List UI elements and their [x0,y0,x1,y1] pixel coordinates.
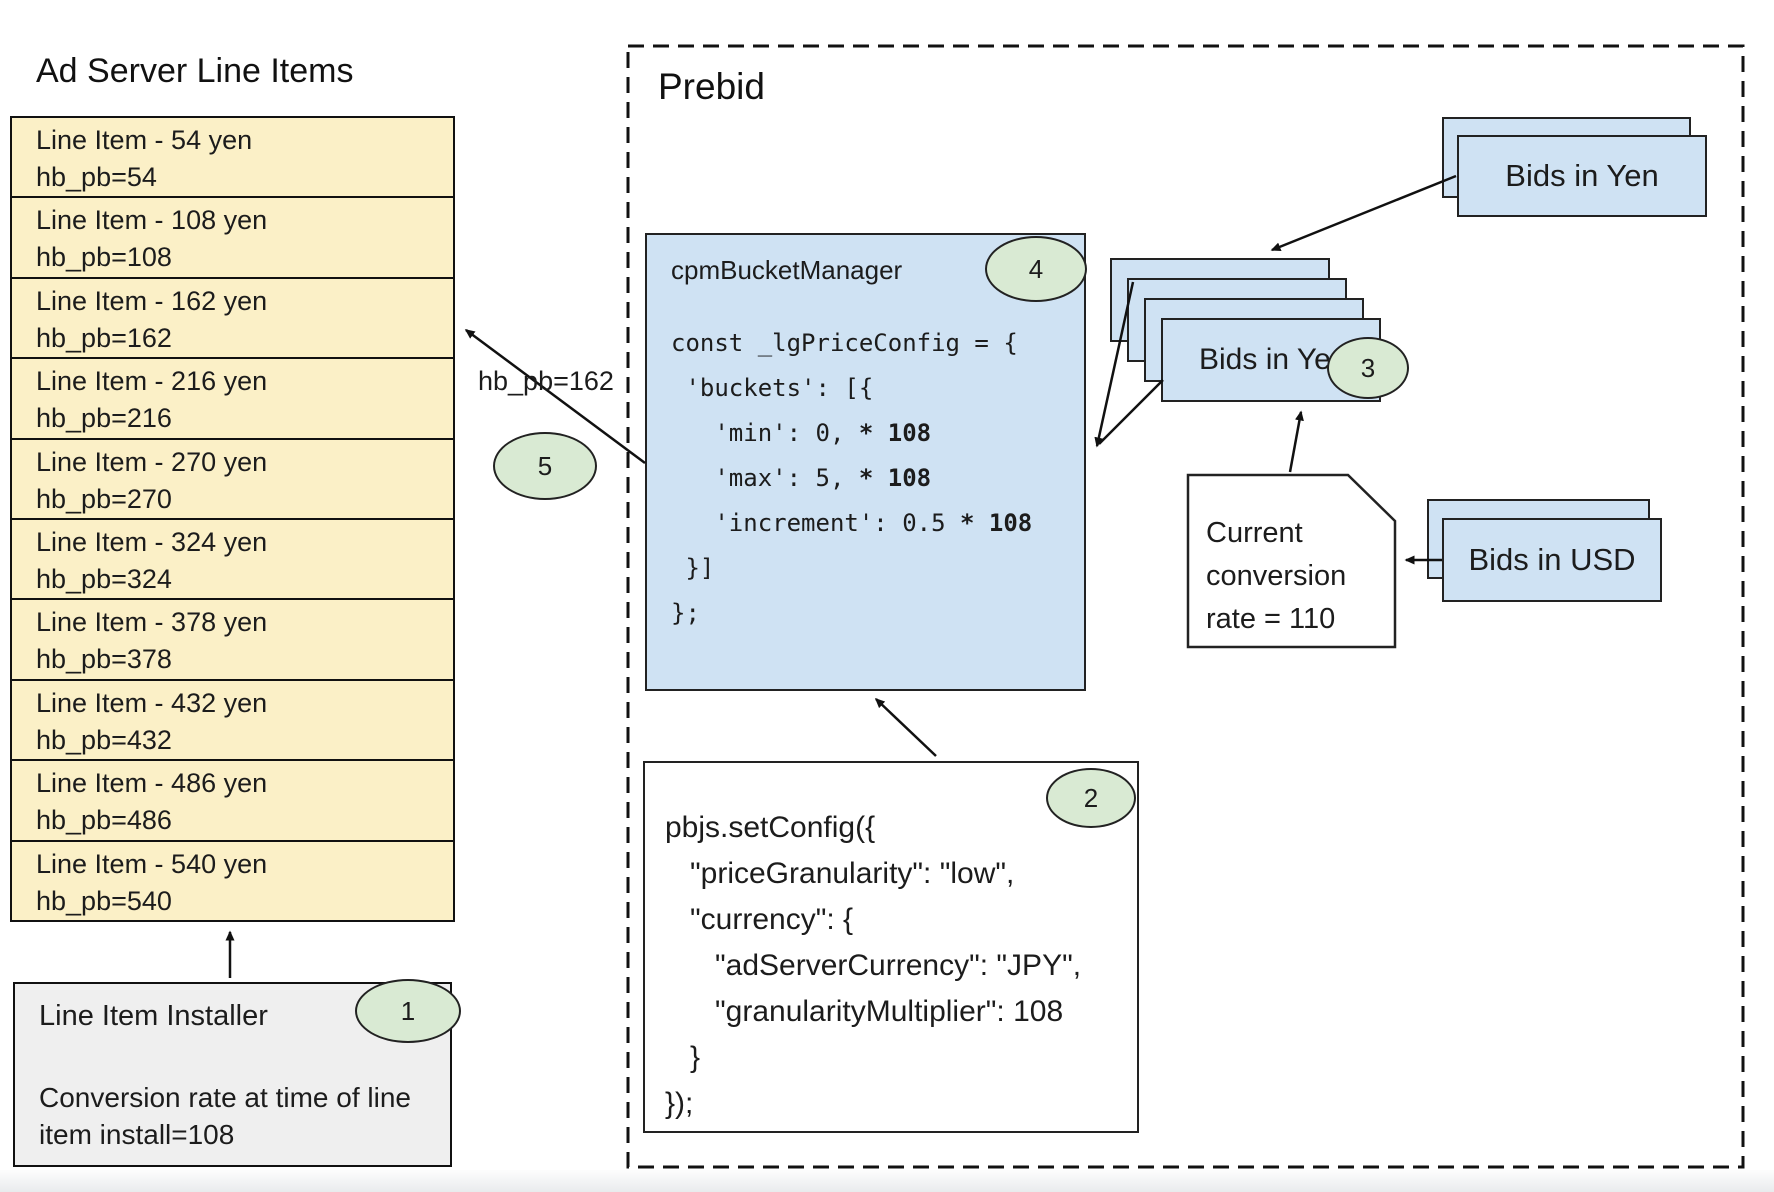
row-line2: hb_pb=54 [36,162,157,192]
row-line2: hb_pb=162 [36,322,172,353]
arrow-config-to-bucket [874,697,937,757]
row-line2: hb_pb=108 [36,242,172,273]
table-row: Line Item - 432 yen hb_pb=432 [12,680,453,762]
row-line1: Line Item - 270 yen [36,446,268,477]
table-row: Line Item - 378 yen hb_pb=378 [12,600,453,681]
code-line: 'buckets': [{ [671,374,874,402]
bold-multiplier: * 108 [959,509,1033,537]
code-line: 'max': 5, * 108 [671,464,932,492]
bold-multiplier: * 108 [858,464,932,492]
bucket-box-title: cpmBucketManager [671,255,903,285]
code-line: "currency": { [665,903,854,936]
table-row: Line Item - 54 yen hb_pb=54 [12,118,453,199]
row-line2: hb_pb=540 [36,885,172,916]
code-line: "adServerCurrency": "JPY", [665,949,1082,982]
row-line1: Line Item - 162 yen [36,285,268,316]
code-line: 'min': 0, * 108 [671,419,932,447]
bids-in-usd-card: Bids in USD [1442,518,1662,602]
code-line: pbjs.setConfig({ [665,811,876,844]
ad-server-title: Ad Server Line Items [36,52,354,90]
table-row: Line Item - 162 yen hb_pb=162 [12,278,453,360]
bids-in-yen-label: Bids in Yen [1505,158,1659,193]
badge-3: 3 [1327,337,1409,399]
bids-in-usd-label: Bids in USD [1468,542,1636,577]
row-line1: Line Item - 216 yen [36,366,268,397]
code-line: } [665,1041,701,1074]
bucket-code: const _lgPriceConfig = { 'buckets': [{ '… [671,321,1032,636]
row-line2: hb_pb=432 [36,724,172,755]
code-line: }); [665,1087,694,1120]
code-line: 'increment': 0.5 * 108 [671,509,1033,537]
table-row: Line Item - 270 yen hb_pb=270 [12,439,453,521]
table-row: Line Item - 216 yen hb_pb=216 [12,359,453,440]
bids-in-yen-label: Bids in Yen [1199,343,1348,376]
conversion-note-text: Current conversion rate = 110 [1206,517,1347,635]
row-line1: Line Item - 108 yen [36,205,268,236]
code-line: }; [671,599,700,627]
row-line1: Line Item - 540 yen [36,848,268,879]
row-line2: hb_pb=270 [36,483,172,514]
row-line2: hb_pb=216 [36,403,172,434]
bids-in-yen-top-card: Bids in Yen [1457,135,1707,217]
arrow-note-to-stack [1288,410,1304,473]
badge-5: 5 [493,432,597,500]
bold-multiplier: * 108 [858,419,932,447]
code-line: const _lgPriceConfig = { [671,329,1018,357]
code-line: "granularityMultiplier": 108 [665,995,1064,1028]
setconfig-code: pbjs.setConfig({ "priceGranularity": "lo… [665,805,1081,1127]
row-line1: Line Item - 432 yen [36,687,268,718]
table-row: Line Item - 108 yen hb_pb=108 [12,198,453,279]
window-bottom-strip [0,1170,1774,1192]
table-row: Line Item - 486 yen hb_pb=486 [12,761,453,842]
row-line2: hb_pb=486 [36,805,172,836]
arrow-yenstack-to-bucket-2 [1098,379,1164,445]
arrow-topyen-to-stack [1270,174,1457,252]
badge-4: 4 [985,236,1087,302]
table-row: Line Item - 324 yen hb_pb=324 [12,520,453,601]
row-line1: Line Item - 54 yen [36,125,253,155]
row-line1: Line Item - 324 yen [36,527,268,558]
code-line: }] [671,554,715,582]
row-line1: Line Item - 378 yen [36,607,268,638]
badge-2: 2 [1046,768,1136,828]
table-row: Line Item - 540 yen hb_pb=540 [12,841,453,921]
installer-note: Conversion rate at time of line item ins… [39,1082,411,1150]
badge-1: 1 [355,979,461,1043]
line-item-table: Line Item - 54 yen hb_pb=54 Line Item - 1… [10,116,455,922]
row-line2: hb_pb=378 [36,644,172,675]
row-line1: Line Item - 486 yen [36,768,268,799]
cpm-bucket-manager-box: cpmBucketManager const _lgPriceConfig = … [645,233,1086,691]
installer-title: Line Item Installer [39,1000,268,1032]
code-line: "priceGranularity": "low", [665,857,1015,890]
row-line2: hb_pb=324 [36,564,172,595]
prebid-title: Prebid [658,66,765,107]
hb-pb-arrow-label: hb_pb=162 [478,366,614,396]
